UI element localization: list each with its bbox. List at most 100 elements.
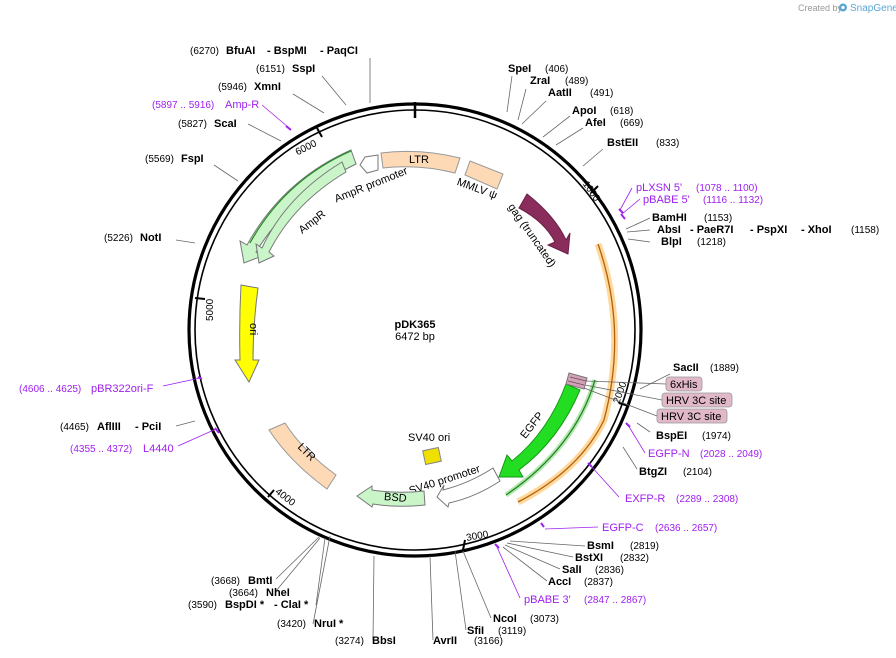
site-bsmi[interactable]: BsmI <box>587 540 614 552</box>
site-bmti-pos: (3668) <box>211 576 240 587</box>
primer-pbr322ori-range: (4606 .. 4625) <box>19 384 81 395</box>
site-ncoi-pos: (3073) <box>530 614 559 625</box>
site-bbsi[interactable]: BbsI <box>372 635 396 647</box>
site-bsteii-pos: (833) <box>656 138 679 149</box>
site-scai-pos: (5827) <box>178 119 207 130</box>
site-nrui[interactable]: NruI * <box>314 618 344 630</box>
primer-pbabe3-range: (2847 .. 2867) <box>584 595 646 606</box>
site-ncoi[interactable]: NcoI <box>493 613 517 625</box>
site-afei[interactable]: AfeI <box>585 117 606 129</box>
feature-label-ori: ori <box>247 323 259 335</box>
feature-bsd[interactable] <box>356 485 426 508</box>
site-afliii-pos: (4465) <box>60 422 89 433</box>
site-apoi[interactable]: ApoI <box>572 105 596 117</box>
feature-ampr-promoter[interactable] <box>359 154 379 174</box>
feature-label-ampr: AmpR <box>297 208 329 236</box>
site-acci[interactable]: AccI <box>548 576 571 588</box>
feature-egfp[interactable] <box>498 383 581 478</box>
feature-ltr-bottom[interactable] <box>268 422 337 490</box>
site-blpi[interactable]: BlpI <box>661 236 682 248</box>
primer-exfp-r-range: (2289 .. 2308) <box>676 494 738 505</box>
site-scai[interactable]: ScaI <box>214 118 237 130</box>
tag-6xhis[interactable]: 6xHis <box>665 376 703 392</box>
site-bmti[interactable]: BmtI <box>248 575 272 587</box>
site-avrii[interactable]: AvrII <box>433 635 457 647</box>
primer-egfp-c-range: (2636 .. 2657) <box>655 523 717 534</box>
primer-egfp-n[interactable]: EGFP-N <box>648 448 690 460</box>
tick-6000 <box>316 127 323 138</box>
tick-1000 <box>590 185 599 194</box>
feature-ori[interactable] <box>234 284 260 384</box>
feature-mmlv-psi[interactable] <box>464 160 504 190</box>
tag-hrv3c-2[interactable]: HRV 3C site <box>656 408 728 424</box>
primer-l4440[interactable]: L4440 <box>143 443 174 455</box>
primer-ampr[interactable]: Amp-R <box>225 99 259 111</box>
primer-plxsn5[interactable]: pLXSN 5' <box>636 182 682 194</box>
feature-sv40-ori[interactable] <box>422 446 442 466</box>
site-noti[interactable]: NotI <box>140 232 161 244</box>
site-absi[interactable]: AbsI <box>657 224 681 236</box>
site-bstxi[interactable]: BstXI <box>575 552 603 564</box>
site-sspi[interactable]: SspI <box>292 63 315 75</box>
site-fspi[interactable]: FspI <box>181 153 204 165</box>
tick-4000 <box>267 489 275 498</box>
site-nhei[interactable]: NheI <box>266 587 290 599</box>
site-paqci[interactable]: - PaqCI <box>320 45 358 57</box>
site-spei[interactable]: SpeI <box>508 63 531 75</box>
feature-tags-line2 <box>567 380 585 386</box>
site-paer7i[interactable]: - PaeR7I <box>690 224 733 236</box>
site-sacii-pos: (1889) <box>710 363 739 374</box>
site-btgzi[interactable]: BtgZI <box>639 466 667 478</box>
site-xhoi[interactable]: - XhoI <box>801 224 832 236</box>
site-bspdi-pos: (3590) <box>188 600 217 611</box>
site-bfuai-pos: (6270) <box>190 46 219 57</box>
site-pspxi[interactable]: - PspXI <box>750 224 787 236</box>
feature-orange-orf[interactable] <box>517 243 616 503</box>
site-sfii[interactable]: SfiI <box>467 625 484 637</box>
site-aatii[interactable]: AatII <box>548 87 572 99</box>
primer-pbabe5[interactable]: pBABE 5' <box>643 194 690 206</box>
primer-ampr-range: (5897 .. 5916) <box>152 100 214 111</box>
feature-ltr-top[interactable] <box>380 150 461 174</box>
tag-connectors <box>583 380 667 417</box>
site-xmni[interactable]: XmnI <box>254 81 281 93</box>
tag-hrv3c-1[interactable]: HRV 3C site <box>661 392 733 408</box>
plasmid-name: pDK365 <box>395 319 436 331</box>
snapgene-logo-icon <box>839 3 847 12</box>
primer-pbr322ori[interactable]: pBR322ori-F <box>91 383 154 395</box>
site-clai[interactable]: - ClaI * <box>274 599 309 611</box>
site-noti-pos: (5226) <box>104 233 133 244</box>
plasmid-length: 6472 bp <box>395 331 435 343</box>
site-nhei-pos: (3664) <box>229 588 258 599</box>
site-afliii[interactable]: AflIII <box>97 421 121 433</box>
primer-exfp-r[interactable]: EXFP-R <box>625 493 665 505</box>
feature-gag[interactable] <box>518 193 571 255</box>
site-sali[interactable]: SalI <box>562 564 582 576</box>
site-sacii[interactable]: SacII <box>673 362 699 374</box>
site-bspmi[interactable]: - BspMI <box>267 45 307 57</box>
site-aatii-pos: (491) <box>590 88 613 99</box>
site-bsteii[interactable]: BstEII <box>607 137 638 149</box>
site-bfuai[interactable]: BfuAI <box>226 45 255 57</box>
site-bspdi[interactable]: BspDI * <box>225 599 265 611</box>
site-bamhi[interactable]: BamHI <box>652 212 687 224</box>
site-bamhi-pos: (1153) <box>704 213 732 224</box>
site-absi-pos: (1158) <box>851 225 879 236</box>
site-pcii[interactable]: - PciI <box>135 421 161 433</box>
site-bspei[interactable]: BspEI <box>656 430 687 442</box>
site-zrai[interactable]: ZraI <box>530 75 550 87</box>
tick-2000 <box>618 402 630 407</box>
primer-marks <box>197 125 631 549</box>
primer-egfp-c[interactable]: EGFP-C <box>602 522 644 534</box>
tag-hrv3c-2-label: HRV 3C site <box>661 411 721 423</box>
primer-pbabe3[interactable]: pBABE 3' <box>524 594 571 606</box>
site-btgzi-pos: (2104) <box>683 467 712 478</box>
primer-connectors <box>162 104 646 599</box>
feature-ampr-inner[interactable] <box>255 161 347 264</box>
site-sspi-pos: (6151) <box>256 64 285 75</box>
feature-orange-orf-halo <box>516 242 619 506</box>
feature-sv40-promoter[interactable] <box>436 467 501 508</box>
site-fspi-pos: (5569) <box>145 154 174 165</box>
primer-pbabe5-range: (1116 .. 1132) <box>703 195 763 206</box>
